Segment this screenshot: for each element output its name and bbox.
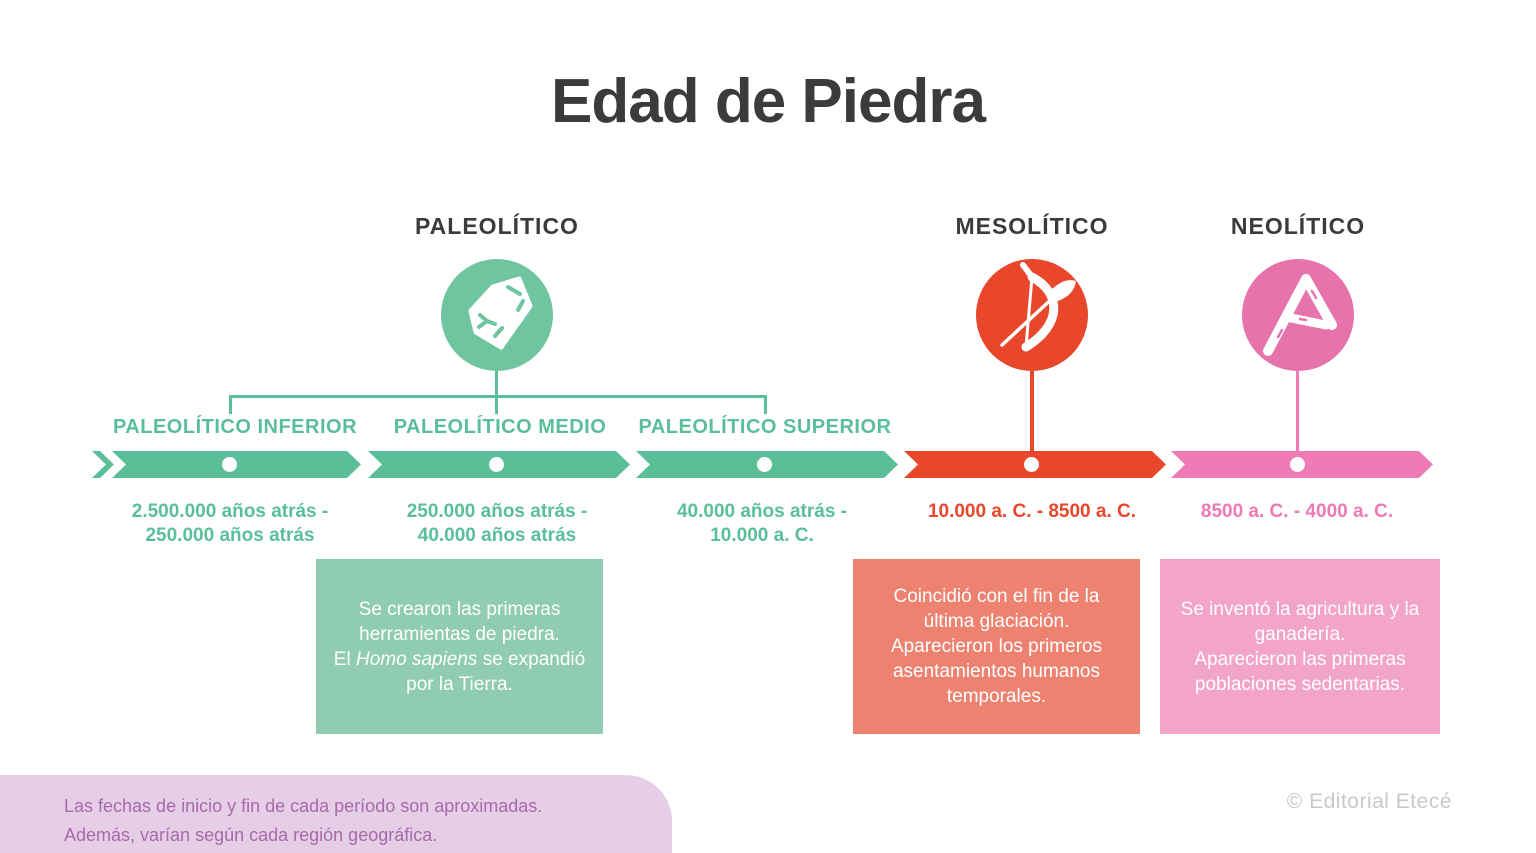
timeline-dot-2 <box>489 457 504 472</box>
neolitico-icon-circle <box>1242 259 1354 371</box>
date-range-paleolitico-superior: 40.000 años atrás - 10.000 a. C. <box>676 501 848 546</box>
period-label-neolitico: NEOLÍTICO <box>1230 213 1366 239</box>
plough-icon <box>1263 274 1337 356</box>
sub-label-paleolitico-inferior: PALEOLÍTICO INFERIOR <box>112 416 358 438</box>
sub-label-paleolitico-superior: PALEOLÍTICO SUPERIOR <box>638 416 892 438</box>
neolitico-description-sentence2: Aparecieron las primeras poblaciones sed… <box>1194 648 1406 695</box>
homo-sapiens-italic: Homo sapiens <box>355 648 478 670</box>
mesolitico-description-sentence2: Aparecieron los primeros asentamientos h… <box>890 636 1103 707</box>
bracket-tick-superior <box>764 395 767 414</box>
date-range-paleolitico-medio: 250.000 años atrás - 40.000 años atrás <box>406 501 588 546</box>
description-box-mesolitico: Coincidió con el fin de la última glacia… <box>853 559 1140 734</box>
period-label-paleolitico: PALEOLÍTICO <box>415 213 579 239</box>
timeline-start-chevron <box>92 451 114 478</box>
footer-note-line1: Las fechas de inicio y fin de cada perío… <box>64 796 543 816</box>
paleolitico-stem-line <box>495 371 498 397</box>
description-box-paleolitico: Se crearon las primeras herramientas de … <box>316 559 603 734</box>
paleolitico-icon-circle <box>441 259 553 371</box>
neolitico-description-sentence1: Se inventó la agricultura y la ganadería… <box>1180 598 1420 645</box>
timeline-dot-1 <box>222 457 237 472</box>
neolitico-stem-line <box>1296 371 1299 457</box>
sub-label-paleolitico-medio: PALEOLÍTICO MEDIO <box>393 416 607 438</box>
mesolitico-stem-line <box>1030 371 1034 457</box>
timeline-dot-3 <box>757 457 772 472</box>
bracket-tick-inferior <box>229 395 232 414</box>
footer-note: Las fechas de inicio y fin de cada perío… <box>0 775 672 853</box>
stone-hand-axe-icon <box>468 276 533 350</box>
bow-and-arrow-icon <box>1000 262 1076 352</box>
copyright-text: © Editorial Etecé <box>1286 790 1452 813</box>
paleolitico-description-sentence1: Se crearon las primeras herramientas de … <box>358 598 561 645</box>
footer-note-line2: Además, varían según cada región geográf… <box>64 825 438 845</box>
paleolitico-bracket-line <box>229 395 767 398</box>
page-title: Edad de Piedra <box>551 67 986 136</box>
mesolitico-icon-circle <box>976 259 1088 371</box>
timeline-dot-4 <box>1024 457 1039 472</box>
date-range-mesolitico: 10.000 a. C. - 8500 a. C. <box>927 501 1137 522</box>
date-range-neolitico: 8500 a. C. - 4000 a. C. <box>1200 501 1394 522</box>
bracket-tick-medio <box>495 395 498 414</box>
timeline-dot-5 <box>1290 457 1305 472</box>
period-label-mesolitico: MESOLÍTICO <box>955 213 1109 239</box>
date-range-paleolitico-inferior: 2.500.000 años atrás - 250.000 años atrá… <box>131 501 329 546</box>
description-box-neolitico: Se inventó la agricultura y la ganadería… <box>1160 559 1440 734</box>
mesolitico-description-sentence1: Coincidió con el fin de la última glacia… <box>893 586 1100 632</box>
